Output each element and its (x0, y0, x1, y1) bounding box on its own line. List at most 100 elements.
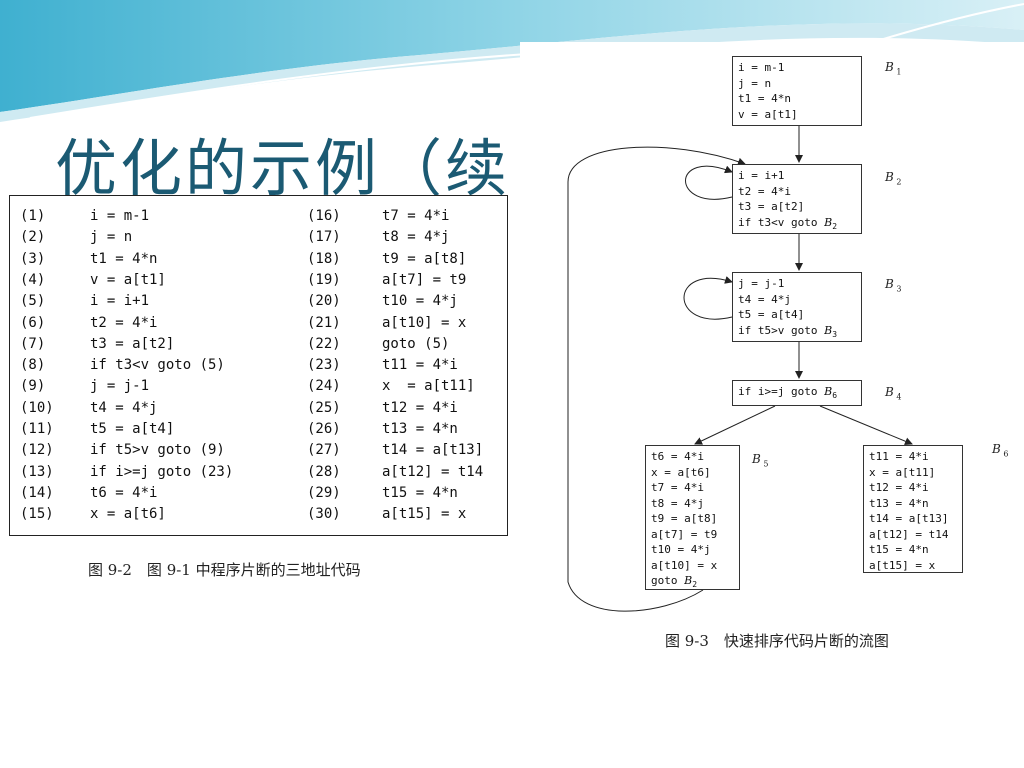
code-row: (1)i = m-1 (10, 206, 505, 227)
code-statement: a[t10] = x (382, 314, 467, 331)
block-statement: t13 = 4*n (869, 496, 929, 510)
code-row: (19)a[t7] = t9 (10, 270, 505, 291)
code-statement: if i>=j goto (23) (90, 463, 234, 480)
code-line-number: (30) (307, 506, 341, 523)
code-figure-caption: 图 9-2 图 9-1 中程序片断的三地址代码 (88, 561, 361, 579)
block-label-sub: 4 (893, 392, 902, 402)
code-statement: x = a[t11] (382, 378, 475, 395)
code-line-number: (20) (307, 293, 341, 310)
code-statement: t8 = 4*j (382, 229, 450, 246)
code-line-number: (13) (20, 463, 54, 480)
header-wave-decoration (0, 0, 1024, 123)
code-line-number: (11) (20, 421, 54, 437)
block-jump-statement: if t5>v goto B3 (738, 323, 856, 343)
code-line-number: (23) (307, 357, 341, 374)
code-statement: t3 = a[t2] (90, 335, 175, 352)
block-label-b6: B 6 (992, 442, 1008, 458)
code-row: (20) t10 = 4*j (10, 291, 505, 312)
code-row: (23) t11 = 4*i (10, 355, 505, 376)
code-statement: t6 = 4*i (90, 484, 158, 501)
code-row: (24)x = a[t11] (10, 376, 505, 397)
block-label-b5: B 5 (752, 452, 768, 468)
jump-prefix: if t3<v goto (738, 215, 825, 229)
code-row: (18)t9 = a[t8] (10, 249, 505, 270)
code-row: (10)t4 = 4*j (10, 398, 505, 419)
block-statement: t7 = 4*i (651, 481, 704, 494)
edge-b3-self (683, 276, 733, 320)
code-row: (6)t2 = 4*i (10, 313, 505, 334)
code-row: (29) t15 = 4*n (10, 483, 505, 504)
code-line-number: (16) (307, 208, 341, 224)
code-row: (13) if i>=j goto (23) (10, 462, 505, 483)
code-line-number: (14) (20, 484, 54, 501)
edge-b2-self (685, 165, 733, 200)
code-line-number: (6) (20, 314, 46, 331)
block-jump-statement: goto B2 (651, 573, 734, 593)
code-line-number: (7) (20, 335, 46, 352)
block-statement: t8 = 4*j (651, 496, 704, 510)
jump-target: B (684, 574, 693, 587)
flow-block-b5: t6 = 4*i x = a[t6] t7 = 4*i t8 = 4*j t9 = a[… (645, 445, 740, 590)
code-line-number: (12) (20, 442, 54, 459)
code-row: (9)j = j-1 (10, 376, 505, 397)
block-statement: t14 = a[t13] (869, 512, 949, 525)
block-label-letter: B (885, 60, 894, 74)
code-line-number: (17) (307, 229, 341, 246)
block-label-sub: 2 (893, 177, 902, 187)
code-line-number: (2) (20, 229, 46, 246)
block-label-sub: 3 (893, 284, 902, 294)
block-statement: a[t7] = t9 (651, 527, 718, 541)
code-row: (5)i = i+1 (10, 291, 505, 312)
code-line-number: (22) (307, 335, 341, 352)
code-line-number: (27) (307, 442, 341, 459)
code-row: (30) a[t15] = x (10, 504, 505, 525)
block-statement: i = m-1 (738, 61, 785, 74)
block-statement: x = a[t6] (651, 465, 711, 479)
block-statement: t9 = a[t8] (651, 512, 718, 525)
code-statement: t13 = 4*n (382, 421, 458, 437)
code-statement: a[t15] = x (382, 506, 467, 523)
block-statement: t4 = 4*j (738, 292, 791, 306)
block-label-b3: B 3 (885, 277, 901, 293)
code-line-number: (25) (307, 399, 341, 416)
code-row: (26)t13 = 4*n (10, 419, 505, 440)
code-row: (2)j = n (10, 227, 505, 248)
block-statement: v = a[t1] (738, 107, 798, 121)
code-row: (25)t12 = 4*i (10, 398, 505, 419)
block-statement: j = j-1 (738, 277, 785, 290)
code-line-number: (1) (20, 208, 46, 224)
code-statement: if t5>v goto (9) (90, 442, 225, 459)
jump-target: B (824, 385, 833, 398)
jump-prefix: goto (651, 574, 685, 587)
code-statement: t14 = a[t13] (382, 442, 484, 459)
code-statement: x = a[t6] (90, 506, 166, 523)
code-line-number: (18) (307, 250, 341, 267)
jump-target-sub: 6 (832, 391, 838, 401)
code-statement: t4 = 4*j (90, 399, 158, 416)
block-label-letter: B (885, 170, 894, 184)
code-statement: t15 = 4*n (382, 484, 458, 501)
code-statement: t11 = 4*i (382, 357, 458, 374)
block-statement: t2 = 4*i (738, 184, 791, 198)
code-statement: t10 = 4*j (382, 293, 458, 310)
block-label-b1: B 1 (885, 60, 901, 76)
jump-target: B (824, 323, 833, 337)
block-label-sub: 6 (1000, 449, 1009, 459)
block-statement: t6 = 4*i (651, 450, 704, 463)
code-row: (12) if t5>v goto (9) (10, 440, 505, 461)
three-address-code-table: (1)i = m-1(2)j = n(3)t1 = 4*n(4)v = a[t1… (9, 195, 508, 536)
code-statement: t1 = 4*n (90, 250, 158, 267)
code-statement: a[t7] = t9 (382, 271, 467, 288)
code-line-number: (9) (20, 378, 46, 395)
block-statement: t11 = 4*i (869, 450, 929, 463)
code-row: (11)t5 = a[t4] (10, 419, 505, 440)
edge-b5-b2 (567, 146, 746, 612)
flow-graph-edges (567, 126, 913, 612)
block-label-b4: B 4 (885, 385, 901, 401)
code-line-number: (29) (307, 484, 341, 501)
code-row: (8)if t3<v goto (5) (10, 355, 505, 376)
code-line-number: (15) (20, 506, 54, 523)
